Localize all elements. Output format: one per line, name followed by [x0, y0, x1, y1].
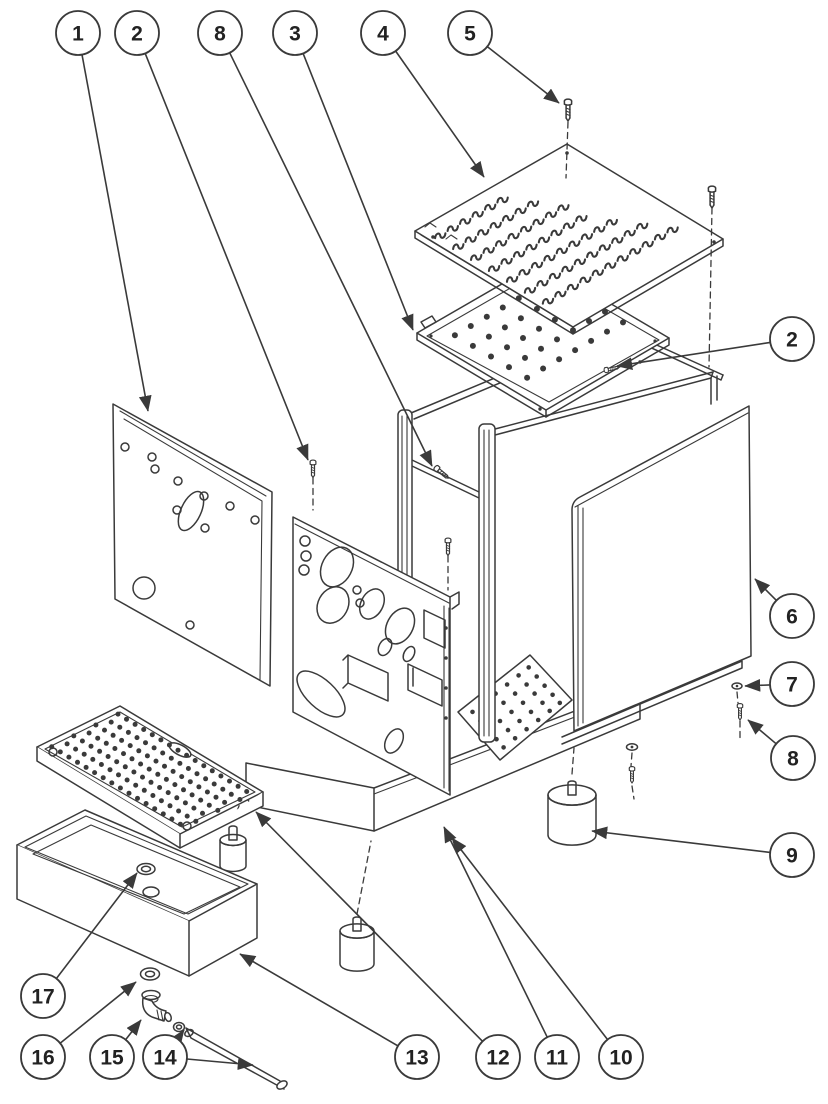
- callout-balloon-8: 8: [197, 10, 243, 56]
- callout-balloon-4: 4: [360, 10, 406, 56]
- callout-number: 8: [787, 748, 799, 771]
- callout-number: 16: [31, 1047, 54, 1070]
- leader-line-5: [486, 45, 560, 104]
- callout-number: 12: [486, 1047, 509, 1070]
- lower-shelf-hole-pattern: [470, 665, 563, 750]
- callout-number: 10: [609, 1047, 632, 1070]
- callout-number: 17: [31, 986, 54, 1009]
- callout-balloon-3: 3: [272, 10, 318, 56]
- leader-line-16: [59, 981, 137, 1044]
- callout-number: 2: [786, 329, 798, 352]
- callout-number: 11: [546, 1047, 569, 1070]
- leader-line-12: [255, 811, 484, 1042]
- front-panel: [292, 516, 460, 796]
- machine-foot: [219, 825, 247, 873]
- callout-number: 7: [786, 674, 798, 697]
- callout-balloon-12: 12: [475, 1034, 521, 1080]
- callout-balloon-15: 15: [89, 1034, 135, 1080]
- callout-number: 15: [100, 1047, 124, 1070]
- leader-line-11: [443, 826, 549, 1038]
- callout-number: 2: [131, 23, 143, 46]
- leader-line-6: [754, 578, 777, 601]
- screw-base: [628, 766, 636, 784]
- screw-front-right-8: [433, 464, 449, 479]
- callout-balloon-8: 8: [770, 735, 816, 781]
- drain-ring-washer: [142, 886, 160, 898]
- screw-panel-mid: [444, 537, 452, 557]
- screw-top-5: [563, 98, 573, 122]
- callout-balloon-17: 17: [20, 973, 66, 1019]
- leader-line-8: [228, 52, 433, 467]
- callout-balloon-7: 7: [769, 661, 815, 707]
- leader-line-4: [394, 50, 485, 178]
- machine-foot: [547, 780, 597, 846]
- screw-top-right-2: [707, 185, 717, 209]
- drip-tray-grate: [36, 705, 264, 849]
- screw-side-8: [736, 703, 744, 721]
- callout-balloon-10: 10: [598, 1034, 644, 1080]
- leader-line-17: [55, 872, 138, 979]
- washers: [625, 682, 743, 751]
- right-side-panel: [571, 405, 752, 732]
- leader-line-10: [451, 837, 609, 1041]
- callout-number: 4: [377, 23, 389, 46]
- callout-number: 13: [405, 1047, 428, 1070]
- callout-balloon-13: 13: [394, 1034, 440, 1080]
- callout-balloon-1: 1: [55, 10, 101, 56]
- callout-number: 1: [72, 23, 84, 46]
- foot-projection-line: [571, 747, 575, 775]
- leader-line-14: [186, 1057, 254, 1070]
- callout-balloon-9: 9: [769, 832, 815, 878]
- drain-ring: [136, 862, 156, 876]
- callout-balloon-14: 14: [142, 1034, 188, 1080]
- left-side-panel: [112, 403, 273, 687]
- steam-vent-slot-pattern: [434, 196, 679, 305]
- leader-line-3: [302, 53, 414, 331]
- leader-line-1: [81, 54, 152, 412]
- leader-lines: [55, 45, 777, 1070]
- leader-line-15: [124, 1019, 142, 1041]
- callout-balloon-5: 5: [447, 10, 493, 56]
- callout-number: 14: [153, 1047, 177, 1070]
- leader-line-13: [239, 953, 399, 1047]
- callout-balloon-2: 2: [114, 10, 160, 56]
- projection-lines: [312, 121, 741, 800]
- callout-balloon-2: 2: [769, 316, 815, 362]
- callout-number: 9: [786, 845, 798, 868]
- screw-front-left-2: [309, 459, 317, 479]
- callout-number: 8: [214, 23, 226, 46]
- callout-number: 3: [289, 23, 301, 46]
- cup-warmer-tray: [414, 143, 724, 335]
- callout-number: 5: [464, 23, 476, 46]
- drain-elbow: [141, 989, 172, 1023]
- leader-line-9: [591, 826, 771, 854]
- leader-line-2: [616, 341, 771, 371]
- leader-line-7: [744, 678, 771, 692]
- callout-balloon-6: 6: [769, 593, 815, 639]
- drain-washer: [139, 967, 161, 981]
- drain-o-ring: [172, 1021, 186, 1033]
- drip-tray-basin: [16, 809, 258, 977]
- callout-number: 6: [786, 606, 798, 629]
- leader-line-2: [144, 53, 309, 461]
- foot-projection-line: [356, 840, 372, 915]
- leader-line-8: [747, 719, 777, 745]
- callout-balloon-16: 16: [20, 1034, 66, 1080]
- callout-balloon-11: 11: [534, 1034, 580, 1080]
- leader-line-14: [170, 1029, 185, 1047]
- grate-hole-pattern: [49, 711, 250, 827]
- machine-foot: [339, 916, 375, 972]
